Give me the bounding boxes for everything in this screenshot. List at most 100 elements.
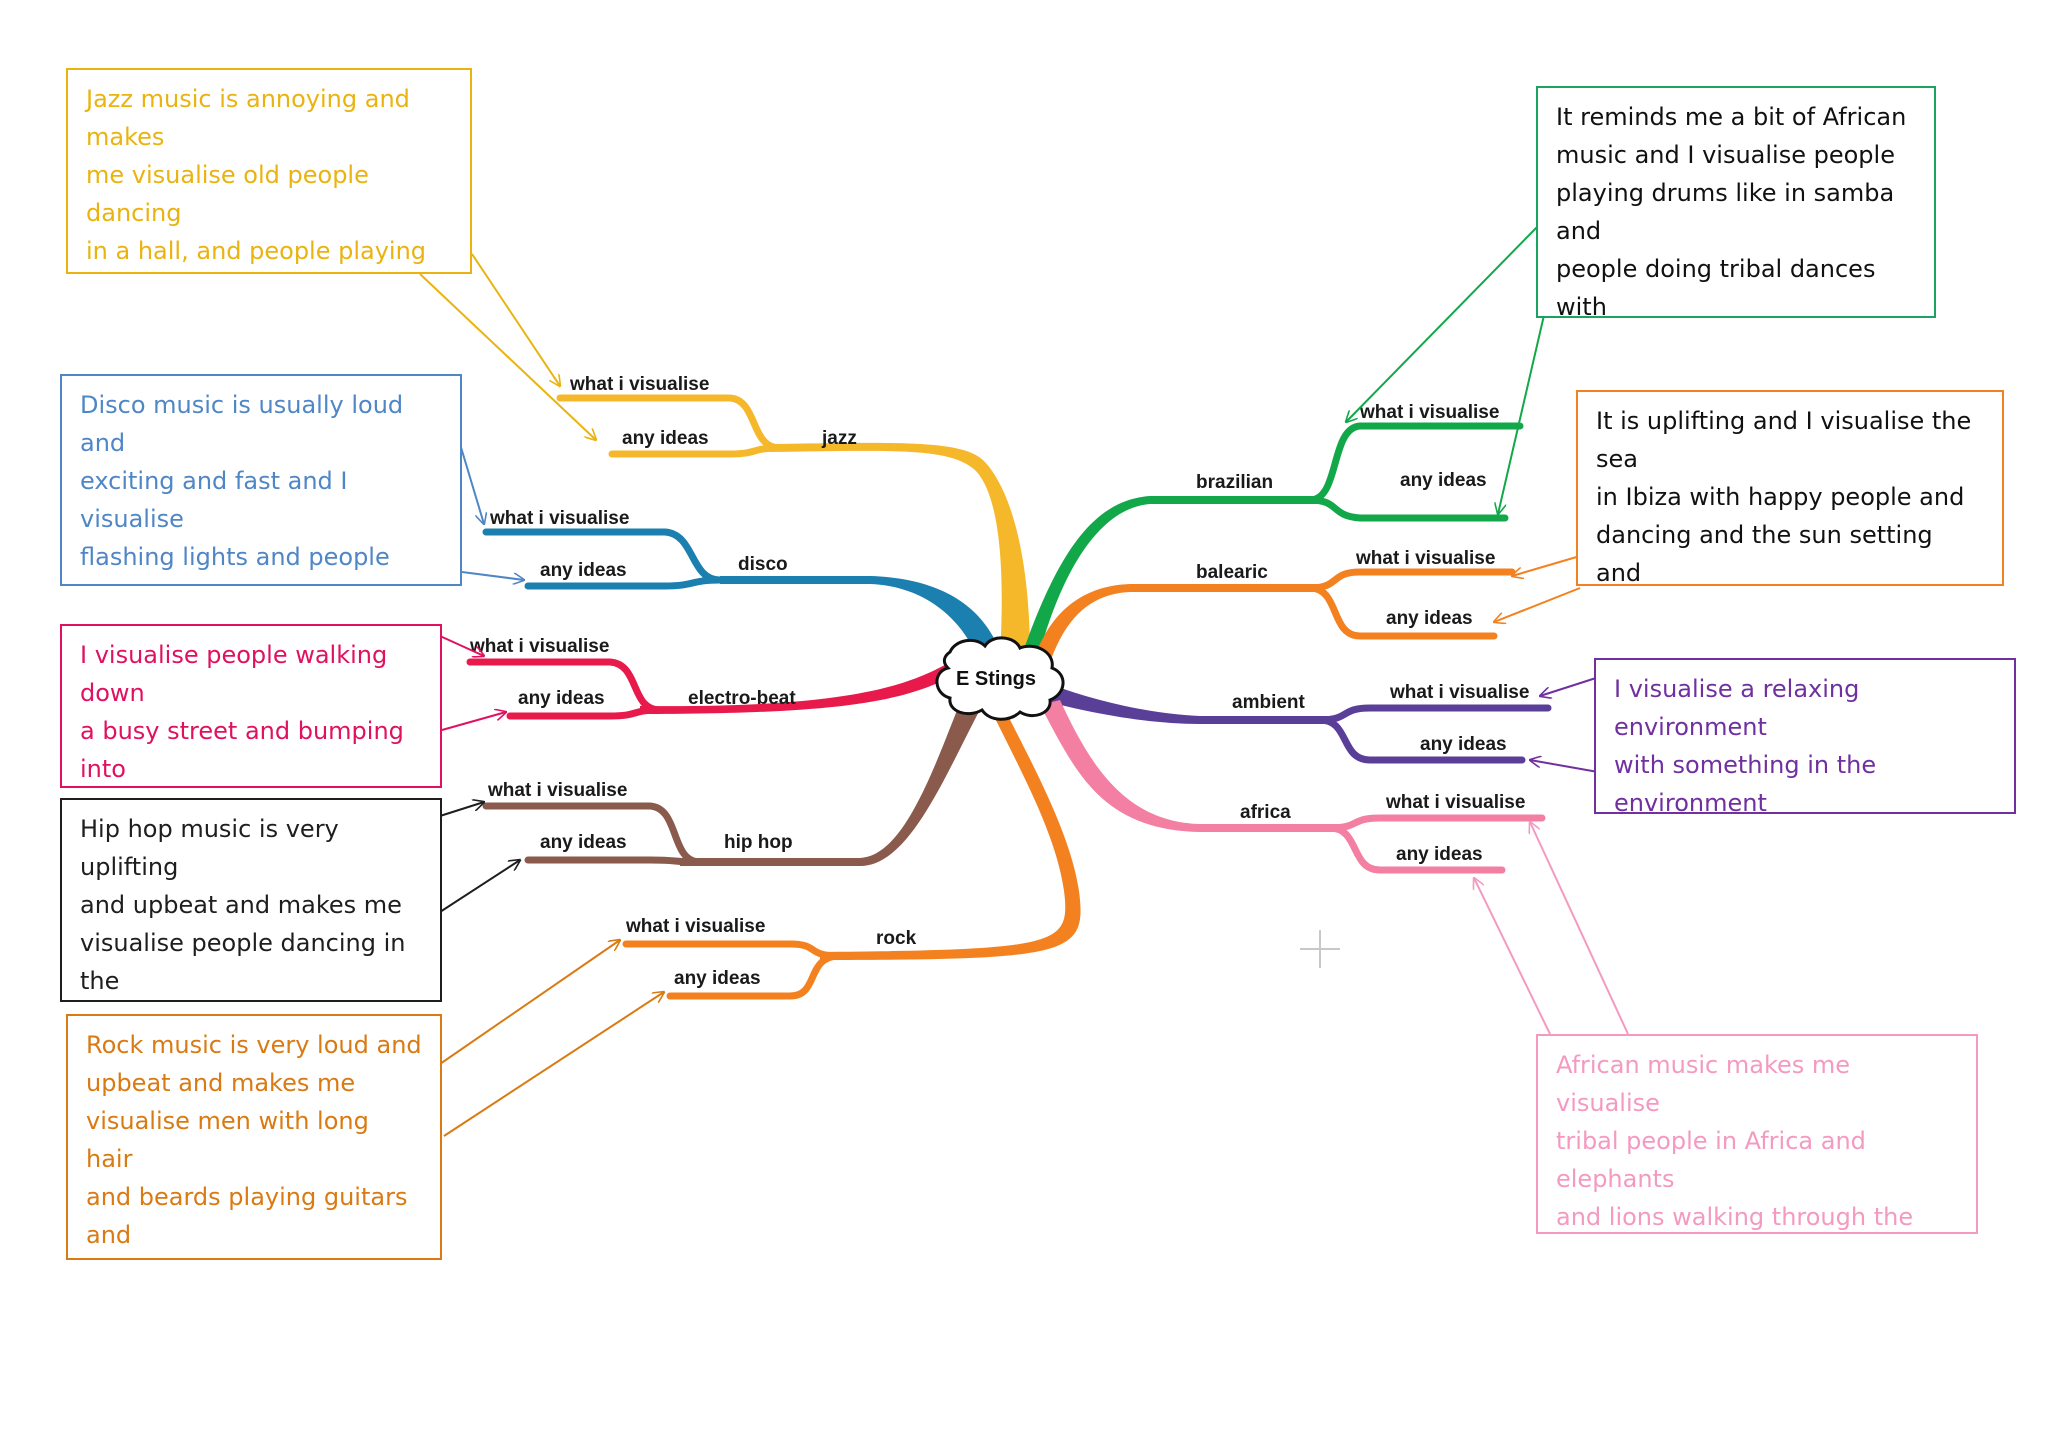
arrow-jazz-1 [471, 253, 560, 386]
note-brazilian-line: It reminds me a bit of African [1556, 103, 1907, 131]
branch-disco-sub2-label: any ideas [540, 560, 627, 581]
branch-hiphop: hip hop what i visualise any ideas [482, 690, 985, 866]
branch-hiphop-label: hip hop [724, 832, 793, 853]
branch-brazilian-main [1020, 496, 1320, 670]
branch-disco-sub1-label: what i visualise [489, 508, 629, 529]
note-disco-line: flashing lights and people [80, 543, 390, 571]
note-balearic-line: It is uplifting and I visualise the sea [1596, 407, 1972, 473]
branch-jazz-sub2-label: any ideas [622, 428, 709, 449]
branch-rock-sub1-label: what i visualise [625, 916, 765, 937]
branch-disco: disco what i visualise any ideas [482, 508, 1000, 665]
branch-brazilian-sub1-label: what i visualise [1359, 402, 1499, 423]
arrow-hiphop-1 [439, 802, 484, 817]
note-rock-line: upbeat and makes me [86, 1069, 356, 1097]
note-hiphop-line: Hip hop music is very uplifting [80, 815, 339, 881]
note-disco-line: exciting and fast and I visualise [80, 467, 348, 533]
branch-jazz: jazz what i visualise any ideas [556, 374, 1030, 655]
branch-ambient: ambient what i visualise any ideas [1040, 682, 1552, 764]
branch-balearic-sub2-label: any ideas [1386, 608, 1473, 629]
note-jazz-line: me visualise old people dancing [86, 161, 369, 227]
note-brazilian-line: people doing tribal dances with [1556, 255, 1876, 318]
branch-rock-sub2-label: any ideas [674, 968, 761, 989]
branch-brazilian-label: brazilian [1196, 472, 1273, 493]
branch-balearic-label: balearic [1196, 562, 1268, 583]
arrow-brazilian-1 [1346, 223, 1541, 422]
branch-africa-sub2-label: any ideas [1396, 844, 1483, 865]
note-electro-line: a busy street and bumping into [80, 717, 404, 783]
branch-disco-label: disco [738, 554, 788, 575]
branch-brazilian-sub1-line [1306, 422, 1524, 504]
note-ambient-line: I visualise a relaxing environment [1614, 675, 1860, 741]
arrow-disco-1 [459, 443, 484, 524]
arrow-africa-1 [1530, 822, 1629, 1035]
branch-africa-sub2-line [1326, 824, 1506, 874]
arrow-rock-2 [443, 992, 664, 1137]
note-box-ambient: I visualise a relaxing environment with s… [1594, 658, 2016, 814]
arrow-disco-2 [461, 571, 524, 580]
branch-electro-sub2-label: any ideas [518, 688, 605, 709]
note-africa-line: African music makes me visualise [1556, 1051, 1851, 1117]
note-hiphop-line: and upbeat and makes me [80, 891, 402, 919]
arrow-balearic-1 [1512, 555, 1581, 576]
branch-hiphop-main [680, 690, 985, 866]
branch-ambient-label: ambient [1232, 692, 1306, 713]
branch-jazz-sub2-line [608, 444, 784, 458]
branch-rock-label: rock [876, 928, 917, 949]
branch-balearic-sub2-line [1306, 584, 1498, 640]
note-ambient-line: with something in the environment [1614, 751, 1877, 814]
branch-rock-sub1-line [622, 940, 844, 960]
note-balearic-line: in Ibiza with happy people and [1596, 483, 1965, 511]
note-jazz-line: instruments and it isn’t very [86, 270, 452, 272]
branch-electro-main [640, 662, 960, 714]
branch-electro-sub2-line [506, 706, 664, 720]
center-label: E Stings [956, 668, 1036, 690]
arrow-ambient-2 [1530, 760, 1599, 773]
arrow-balearic-2 [1494, 587, 1581, 622]
note-box-balearic: It is uplifting and I visualise the sea i… [1576, 390, 2004, 586]
note-balearic-line: dancing and the sun setting and [1596, 521, 1933, 586]
branch-balearic-sub1-label: what i visualise [1355, 548, 1495, 569]
cursor-crosshair-icon [1300, 930, 1340, 968]
branch-africa: africa what i visualise any ideas [1040, 700, 1546, 874]
note-box-jazz: Jazz music is annoying and makes me visua… [66, 68, 472, 274]
branch-disco-sub2-line [524, 576, 724, 590]
note-hiphop-line: visualise people dancing in the [80, 929, 406, 995]
branch-rock-main [820, 700, 1081, 960]
branch-electro-label: electro-beat [688, 688, 796, 709]
arrow-electro-2 [441, 712, 506, 731]
note-brazilian-line: music and I visualise people [1556, 141, 1895, 169]
note-box-rock: Rock music is very loud and upbeat and ma… [66, 1014, 442, 1260]
branch-jazz-sub1-label: what i visualise [569, 374, 709, 395]
note-disco-line: Disco music is usually loud and [80, 391, 404, 457]
arrow-africa-2 [1474, 878, 1551, 1035]
note-africa-line: and lions walking through the [1556, 1203, 1914, 1231]
note-box-brazilian: It reminds me a bit of African music and … [1536, 86, 1936, 318]
note-brazilian-line: playing drums like in samba and [1556, 179, 1895, 245]
branch-hiphop-sub1-label: what i visualise [487, 780, 627, 801]
branch-brazilian: brazilian what i visualise any ideas [1020, 402, 1524, 670]
branch-ambient-sub1-label: what i visualise [1389, 682, 1529, 703]
branch-africa-sub1-line [1326, 814, 1546, 832]
branch-electro-sub1-label: what i visualise [469, 636, 609, 657]
center-node[interactable]: E Stings [935, 636, 1065, 721]
branch-balearic-sub1-line [1306, 568, 1516, 592]
branch-brazilian-sub2-label: any ideas [1400, 470, 1487, 491]
note-rock-line: Rock music is very loud and [86, 1031, 422, 1059]
arrow-ambient-1 [1540, 677, 1597, 696]
branch-rock-sub2-line [666, 952, 844, 1000]
arrow-rock-1 [439, 940, 620, 1065]
branch-africa-sub1-label: what i visualise [1385, 792, 1525, 813]
branch-balearic-main [1030, 584, 1320, 678]
note-disco-line: dancing but you only see them [80, 576, 442, 584]
branch-balearic: balearic what i visualise any ideas [1030, 548, 1516, 678]
note-jazz-line: Jazz music is annoying and makes [86, 85, 410, 151]
note-africa-line: tribal people in Africa and elephants [1556, 1127, 1866, 1193]
center-cloud [935, 636, 1065, 721]
note-rock-line: visualise men with long hair [86, 1107, 369, 1173]
branch-electro: electro-beat what i visualise any ideas [466, 636, 960, 720]
branch-ambient-sub2-label: any ideas [1420, 734, 1507, 755]
note-rock-line: and beards playing guitars and [86, 1183, 408, 1249]
note-box-disco: Disco music is usually loud and exciting … [60, 374, 462, 586]
branch-brazilian-sub2-line [1306, 496, 1509, 522]
